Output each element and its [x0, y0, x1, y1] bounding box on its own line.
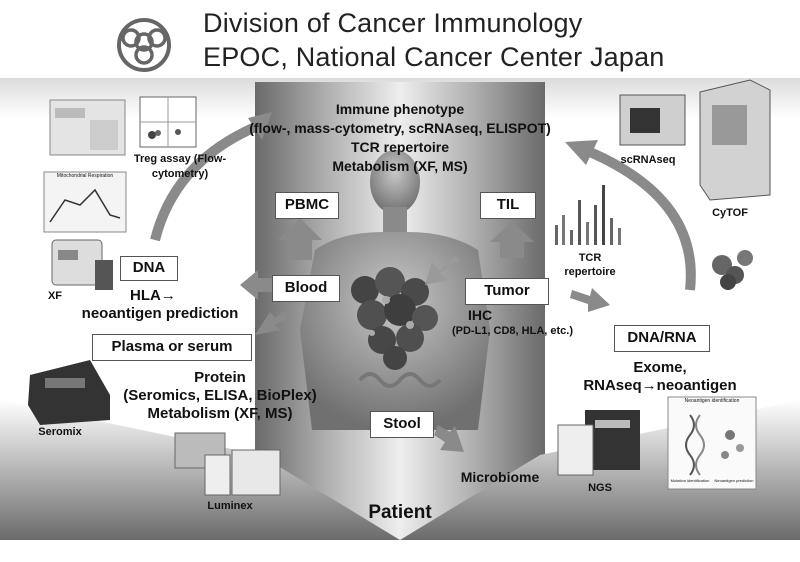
arrow-blood-to-pbmc — [278, 218, 322, 260]
xf-label: XF — [47, 290, 63, 302]
cytof-label: CyTOF — [712, 207, 748, 219]
pbmc-box: PBMC — [275, 192, 339, 219]
arrow-blood-to-dna — [240, 270, 272, 300]
treg-label-line2: cytometry) — [151, 168, 209, 180]
microbiome-label: Microbiome — [460, 469, 540, 485]
arrow-tumor-to-dnarna — [570, 288, 610, 312]
neoantigen-figure-image — [667, 396, 757, 490]
intestine — [358, 372, 442, 388]
tumor-box: Tumor — [465, 278, 549, 305]
mito-chart-title: Mitochondrial Respiration — [56, 173, 114, 179]
cytof-cluster-image — [712, 250, 753, 290]
curve-dna-to-immune — [150, 120, 262, 242]
mitochondrial-chart-image — [43, 171, 127, 233]
institution-logo — [117, 18, 171, 72]
cytof-image — [699, 79, 771, 201]
luminex-image — [174, 432, 281, 496]
immune-phenotype-line1: Immune phenotype — [335, 101, 465, 117]
hla-line1: HLA→ — [130, 287, 176, 304]
neo-figure-title: Neoantigen identification — [684, 398, 740, 404]
ihc-line1: IHC — [467, 307, 493, 323]
neo-figure-right-caption: Neoantigen prediction — [714, 478, 754, 483]
curve-dnarna-head — [565, 140, 598, 165]
exome-line1: Exome, — [633, 359, 687, 376]
tcr-label-line1: TCR — [578, 252, 602, 264]
immune-phenotype-line3: TCR repertoire — [350, 139, 450, 155]
plasma-serum-box: Plasma or serum — [92, 334, 252, 361]
seromix-label: Seromix — [38, 426, 82, 438]
scrnaseq-label: scRNAseq — [620, 154, 676, 166]
protein-line2: (Seromics, ELISA, BioPlex) — [123, 387, 317, 404]
flow-cytometer-image — [49, 99, 126, 156]
til-box: TIL — [480, 192, 536, 219]
tumor-cluster — [351, 267, 438, 370]
curve-dnarna-to-immune — [587, 147, 696, 291]
treg-label-line1: Treg assay (Flow- — [133, 153, 227, 165]
treg-plot-image — [139, 96, 197, 148]
luminex-label: Luminex — [207, 500, 253, 512]
dna-box: DNA — [120, 256, 178, 281]
tcr-label-line2: repertoire — [564, 266, 616, 278]
arrow-blood-to-plasma — [255, 310, 290, 335]
left-wedge — [0, 400, 400, 540]
arrow-stool-to-microbiome — [434, 425, 464, 452]
tcr-bar-chart-image — [555, 185, 621, 245]
header-title-line1: Division of Cancer Immunology — [203, 8, 583, 38]
xf-analyzer-image — [51, 239, 113, 290]
protein-line3: Metabolism (XF, MS) — [147, 405, 293, 422]
dna-rna-box: DNA/RNA — [614, 325, 710, 352]
arrow-tumor-to-til — [490, 222, 534, 258]
curve-dna-head — [248, 112, 272, 140]
neo-figure-left-caption: Mutation identification — [670, 478, 710, 483]
arrow-into-body — [425, 256, 460, 285]
immune-phenotype-line4: Metabolism (XF, MS) — [332, 158, 468, 174]
scrnaseq-image — [619, 94, 686, 146]
hla-line2: neoantigen prediction — [81, 305, 239, 322]
human-figure — [300, 150, 490, 430]
ngs-image — [557, 410, 640, 476]
blood-box: Blood — [272, 275, 340, 302]
stool-box: Stool — [370, 411, 434, 438]
exome-line2: RNAseq→neoantigen — [583, 377, 737, 394]
ngs-label: NGS — [588, 482, 612, 494]
seromix-image — [28, 360, 110, 425]
header-title-line2: EPOC, National Cancer Center Japan — [203, 42, 665, 72]
protein-line1: Protein — [194, 369, 246, 386]
patient-label: Patient — [368, 502, 432, 523]
immune-phenotype-line2: (flow-, mass-cytometry, scRNAseq, ELISPO… — [249, 120, 551, 136]
ihc-line2: (PD-L1, CD8, HLA, etc.) — [451, 325, 573, 337]
